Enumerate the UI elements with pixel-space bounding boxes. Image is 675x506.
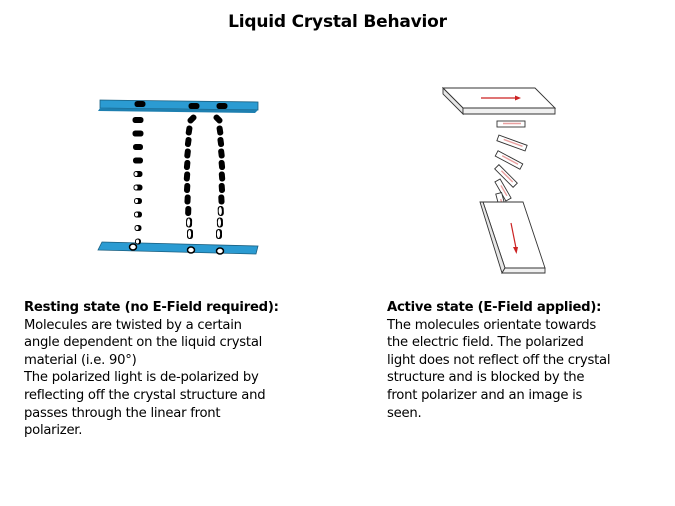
page-title: Liquid Crystal Behavior [228, 12, 447, 32]
molecule [132, 117, 144, 123]
text-line: polarizer. [24, 423, 83, 439]
text-line: The polarized light is de-polarized by [24, 370, 259, 386]
text-line: structure and is blocked by the [387, 370, 585, 386]
molecule [186, 217, 193, 228]
molecule [132, 130, 144, 137]
molecule [133, 184, 143, 191]
aligned-molecules [494, 120, 528, 213]
molecule [135, 238, 141, 245]
molecule [496, 134, 528, 152]
molecule-end [215, 247, 225, 255]
molecule [133, 157, 143, 164]
molecule [218, 148, 225, 159]
molecule [134, 198, 142, 204]
molecule [185, 125, 193, 136]
molecule [183, 159, 191, 171]
molecule [133, 171, 143, 177]
molecule [218, 194, 225, 205]
active-state-diagram [441, 86, 557, 275]
top-polarizer [441, 86, 557, 116]
text-line: angle dependent on the liquid crystal [24, 335, 263, 351]
molecule [218, 182, 226, 194]
resting-state-text: Resting state (no E-Field required): Mol… [24, 299, 344, 440]
resting-state-heading: Resting state (no E-Field required): [24, 300, 279, 315]
molecule [183, 171, 191, 182]
molecule [494, 178, 512, 202]
molecule [216, 229, 222, 239]
molecule [184, 194, 191, 205]
text-line: reflecting off the crystal structure and [24, 387, 266, 403]
bottom-plate [97, 241, 259, 255]
molecule [187, 114, 197, 124]
molecule [217, 136, 225, 148]
molecule [218, 171, 226, 182]
molecule [218, 159, 226, 171]
molecule [184, 136, 192, 148]
bottom-polarizer [479, 201, 546, 275]
text-line: light does not reflect off the crystal [387, 352, 611, 368]
molecule [494, 164, 518, 188]
text-line: material (i.e. 90°) [24, 352, 137, 368]
text-line: the electric field. The polarized [387, 335, 584, 351]
molecule [494, 150, 524, 170]
resting-state-diagram [97, 99, 259, 255]
molecule-end [186, 246, 196, 254]
molecule [185, 205, 192, 217]
polarization-arrow-bottom [510, 222, 517, 249]
text-line: The molecules orientate towards [387, 317, 596, 333]
molecule [216, 103, 228, 109]
active-state-heading: Active state (E-Field applied): [387, 300, 602, 315]
molecule-end [128, 243, 138, 251]
molecule [184, 148, 191, 159]
molecule [216, 125, 224, 136]
text-line: Molecules are twisted by a certain [24, 317, 242, 333]
text-line: front polarizer and an image is [387, 387, 583, 403]
molecule [217, 205, 224, 217]
molecule [133, 144, 143, 150]
molecule [496, 120, 526, 128]
molecule-columns [128, 101, 228, 255]
molecule [213, 114, 223, 124]
molecule [134, 211, 142, 218]
molecule [188, 103, 200, 109]
molecule [134, 225, 142, 231]
text-line: seen. [387, 405, 422, 421]
text-line: passes through the linear front [24, 405, 221, 421]
active-state-text: Active state (E-Field applied): The mole… [387, 299, 675, 422]
molecule [187, 229, 193, 239]
top-plate [98, 99, 259, 113]
molecule [216, 217, 223, 228]
molecule [134, 101, 146, 107]
molecule [183, 182, 191, 194]
